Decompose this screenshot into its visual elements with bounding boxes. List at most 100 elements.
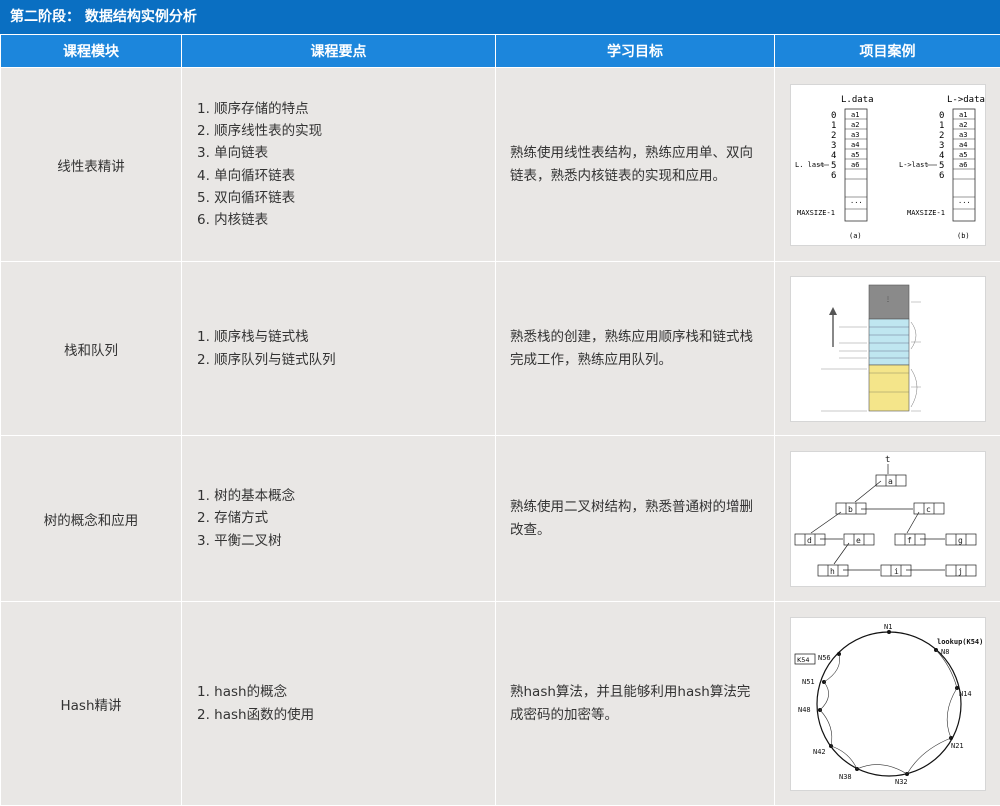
tree-node: g [958,536,963,545]
header-module: 课程模块 [1,35,182,68]
header-points: 课程要点 [182,35,496,68]
sequential-list-figure: L.data L->data a1 a2 [790,84,986,246]
seq-left-maxsize: MAXSIZE-1 [797,209,835,217]
header-goal: 学习目标 [496,35,775,68]
seq-cell: a2 [851,121,859,129]
seq-cell: a2 [959,121,967,129]
hash-ring-figure: N1 N8 N14 N21 N32 N38 N42 N48 N51 N56 lo… [790,617,986,791]
hash-node: N42 [813,748,826,756]
seq-cell: a3 [851,131,859,139]
hash-node: N8 [941,648,949,656]
seq-index: 4 [939,151,944,161]
seq-index: 3 [939,141,944,151]
tree-root-label: t [885,455,890,465]
list-item: 2. hash函数的使用 [197,704,495,726]
seq-right-maxsize: MAXSIZE-1 [907,209,945,217]
list-item: 4. 单向循环链表 [197,165,495,187]
tree-node: c [926,505,931,514]
stage-title: 第二阶段： 数据结构实例分析 [0,0,1000,34]
module-cell: 栈和队列 [1,262,182,436]
tree-node: a [888,477,893,486]
tree-node: e [856,536,861,545]
hash-lookup-label: lookup(K54) [937,638,983,646]
list-item: 2. 顺序队列与链式队列 [197,349,495,371]
hash-node: N32 [895,778,908,786]
points-list: 1. 树的基本概念 2. 存储方式 3. 平衡二叉树 [197,485,495,552]
tree-figure: t [790,451,986,587]
hash-key-label: K54 [797,656,810,664]
case-cell: ⋮ [775,262,1000,436]
hash-node: N14 [959,690,972,698]
list-item: 2. 顺序线性表的实现 [197,120,495,142]
seq-index: 0 [939,111,944,121]
tree-node: f [907,536,912,545]
points-cell: 1. 树的基本概念 2. 存储方式 3. 平衡二叉树 [182,436,496,602]
tree-node: i [894,567,899,576]
header-case: 项目案例 [775,35,1000,68]
tree-node: j [958,567,963,576]
tree-node: h [830,567,835,576]
seq-left-title: L.data [841,95,874,105]
hash-node: N51 [802,678,815,686]
list-item: 6. 内核链表 [197,209,495,231]
tree-node: b [848,505,853,514]
goal-cell: 熟练使用线性表结构，熟练应用单、双向链表，熟悉内核链表的实现和应用。 [496,68,775,262]
seq-cell: a4 [851,141,859,149]
module-cell: 树的概念和应用 [1,436,182,602]
seq-cell: a3 [959,131,967,139]
seq-index: 1 [831,121,836,131]
points-list: 1. 顺序栈与链式栈 2. 顺序队列与链式队列 [197,326,495,371]
seq-index: 6 [939,171,944,181]
list-item: 3. 平衡二叉树 [197,530,495,552]
points-cell: 1. hash的概念 2. hash函数的使用 [182,602,496,806]
seq-caption-b: (b) [957,232,970,240]
seq-index: 0 [831,111,836,121]
goal-cell: 熟hash算法，并且能够利用hash算法完成密码的加密等。 [496,602,775,806]
seq-right-title: L->data [947,95,985,105]
goal-cell: 熟悉栈的创建，熟练应用顺序栈和链式栈完成工作，熟练应用队列。 [496,262,775,436]
table-row: 栈和队列 1. 顺序栈与链式栈 2. 顺序队列与链式队列 熟悉栈的创建，熟练应用… [1,262,1000,436]
seq-index: 6 [831,171,836,181]
points-cell: 1. 顺序存储的特点 2. 顺序线性表的实现 3. 单向链表 4. 单向循环链表… [182,68,496,262]
seq-caption-a: (a) [849,232,862,240]
seq-index: 5 [831,161,836,171]
table-row: 树的概念和应用 1. 树的基本概念 2. 存储方式 3. 平衡二叉树 熟练使用二… [1,436,1000,602]
seq-index: 2 [831,131,836,141]
goal-cell: 熟练使用二叉树结构，熟悉普通树的增删改查。 [496,436,775,602]
hash-node: N48 [798,706,811,714]
tree-node: d [807,536,812,545]
svg-text:⋮: ⋮ [885,296,891,303]
seq-cell: a1 [959,111,967,119]
list-item: 2. 存储方式 [197,507,495,529]
hash-node: N1 [884,623,892,631]
module-cell: 线性表精讲 [1,68,182,262]
list-item: 5. 双向循环链表 [197,187,495,209]
module-cell: Hash精讲 [1,602,182,806]
seq-cell: a5 [851,151,859,159]
case-cell: t [775,436,1000,602]
points-cell: 1. 顺序栈与链式栈 2. 顺序队列与链式队列 [182,262,496,436]
seq-index: 2 [939,131,944,141]
seq-cell: a6 [959,161,967,169]
seq-index: 5 [939,161,944,171]
svg-text:···: ··· [850,199,863,207]
seq-index: 4 [831,151,836,161]
list-item: 1. 顺序存储的特点 [197,98,495,120]
seq-right-pointer: L->last [899,161,929,169]
list-item: 1. 顺序栈与链式栈 [197,326,495,348]
list-item: 1. 树的基本概念 [197,485,495,507]
table-row: 线性表精讲 1. 顺序存储的特点 2. 顺序线性表的实现 3. 单向链表 4. … [1,68,1000,262]
course-table: 课程模块 课程要点 学习目标 项目案例 线性表精讲 1. 顺序存储的特点 2. … [0,34,1000,806]
seq-cell: a6 [851,161,859,169]
svg-text:···: ··· [958,199,971,207]
table-header-row: 课程模块 课程要点 学习目标 项目案例 [1,35,1000,68]
case-cell: L.data L->data a1 a2 [775,68,1000,262]
list-item: 1. hash的概念 [197,681,495,703]
hash-node: N56 [818,654,831,662]
points-list: 1. hash的概念 2. hash函数的使用 [197,681,495,726]
seq-cell: a5 [959,151,967,159]
hash-node: N38 [839,773,852,781]
table-row: Hash精讲 1. hash的概念 2. hash函数的使用 熟hash算法，并… [1,602,1000,806]
seq-index: 3 [831,141,836,151]
seq-index: 1 [939,121,944,131]
